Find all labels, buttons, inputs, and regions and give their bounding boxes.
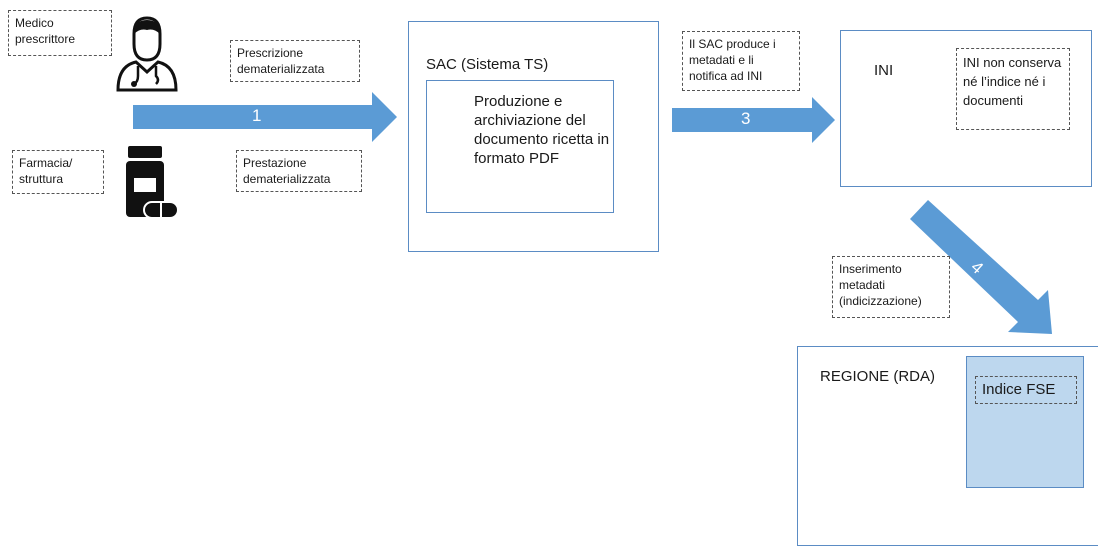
region-title: REGIONE (RDA) [820, 368, 936, 385]
sac-inner-text: Produzione e archiviazione del documento… [474, 93, 610, 167]
doctor-label: Medico prescrittore [8, 10, 112, 56]
sac-inner-box [426, 80, 614, 213]
service-note: Prestazione dematerializzata [236, 150, 362, 192]
indexing-note: Inserimento metadati (indicizzazione) [832, 256, 950, 318]
pharmacy-label: Farmacia/ struttura [12, 150, 104, 194]
sac-title: SAC (Sistema TS) [426, 56, 549, 73]
step-1-label: 1 [252, 106, 262, 125]
step-2-label: 2 [440, 123, 450, 142]
arrow-3 [672, 97, 835, 143]
index-fse-label: Indice FSE [975, 376, 1077, 404]
medicine-bottle-icon [122, 144, 180, 222]
arrow-1 [133, 92, 397, 142]
ini-note: INI non conserva né l’indice né i docume… [956, 48, 1070, 130]
sac-notify-note: Il SAC produce i metadati e li notifica … [682, 31, 800, 91]
step-3-label: 3 [741, 109, 751, 128]
prescription-note: Prescrizione dematerializzata [230, 40, 360, 82]
doctor-icon [114, 14, 180, 92]
arrow-4 [910, 200, 1052, 334]
ini-title: INI [874, 62, 894, 79]
